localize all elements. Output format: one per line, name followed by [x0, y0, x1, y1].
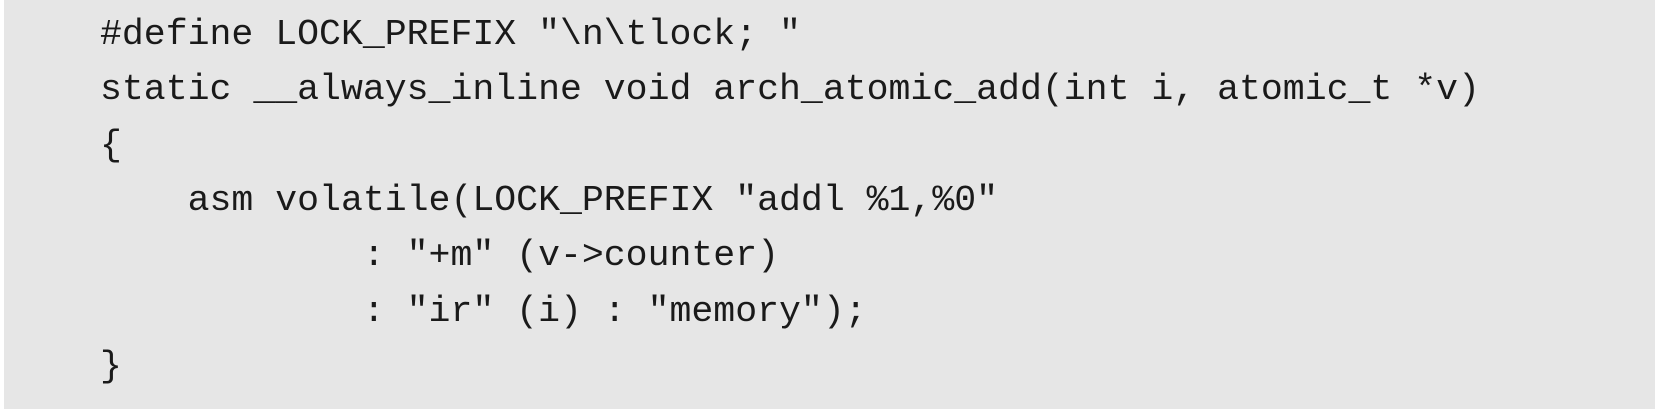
code-line-define: #define LOCK_PREFIX "\n\tlock; " — [100, 14, 801, 55]
code-line-open-brace: { — [100, 125, 122, 166]
code-line-close-brace: } — [100, 346, 122, 387]
code-line-input-clobber: : "ir" (i) : "memory"); — [100, 291, 867, 332]
code-line-function-signature: static __always_inline void arch_atomic_… — [100, 69, 1480, 110]
code-line-output-operand: : "+m" (v->counter) — [100, 235, 780, 276]
code-block: #define LOCK_PREFIX "\n\tlock; " static … — [4, 0, 1655, 409]
code-line-asm-volatile: asm volatile(LOCK_PREFIX "addl %1,%0" — [100, 180, 999, 221]
